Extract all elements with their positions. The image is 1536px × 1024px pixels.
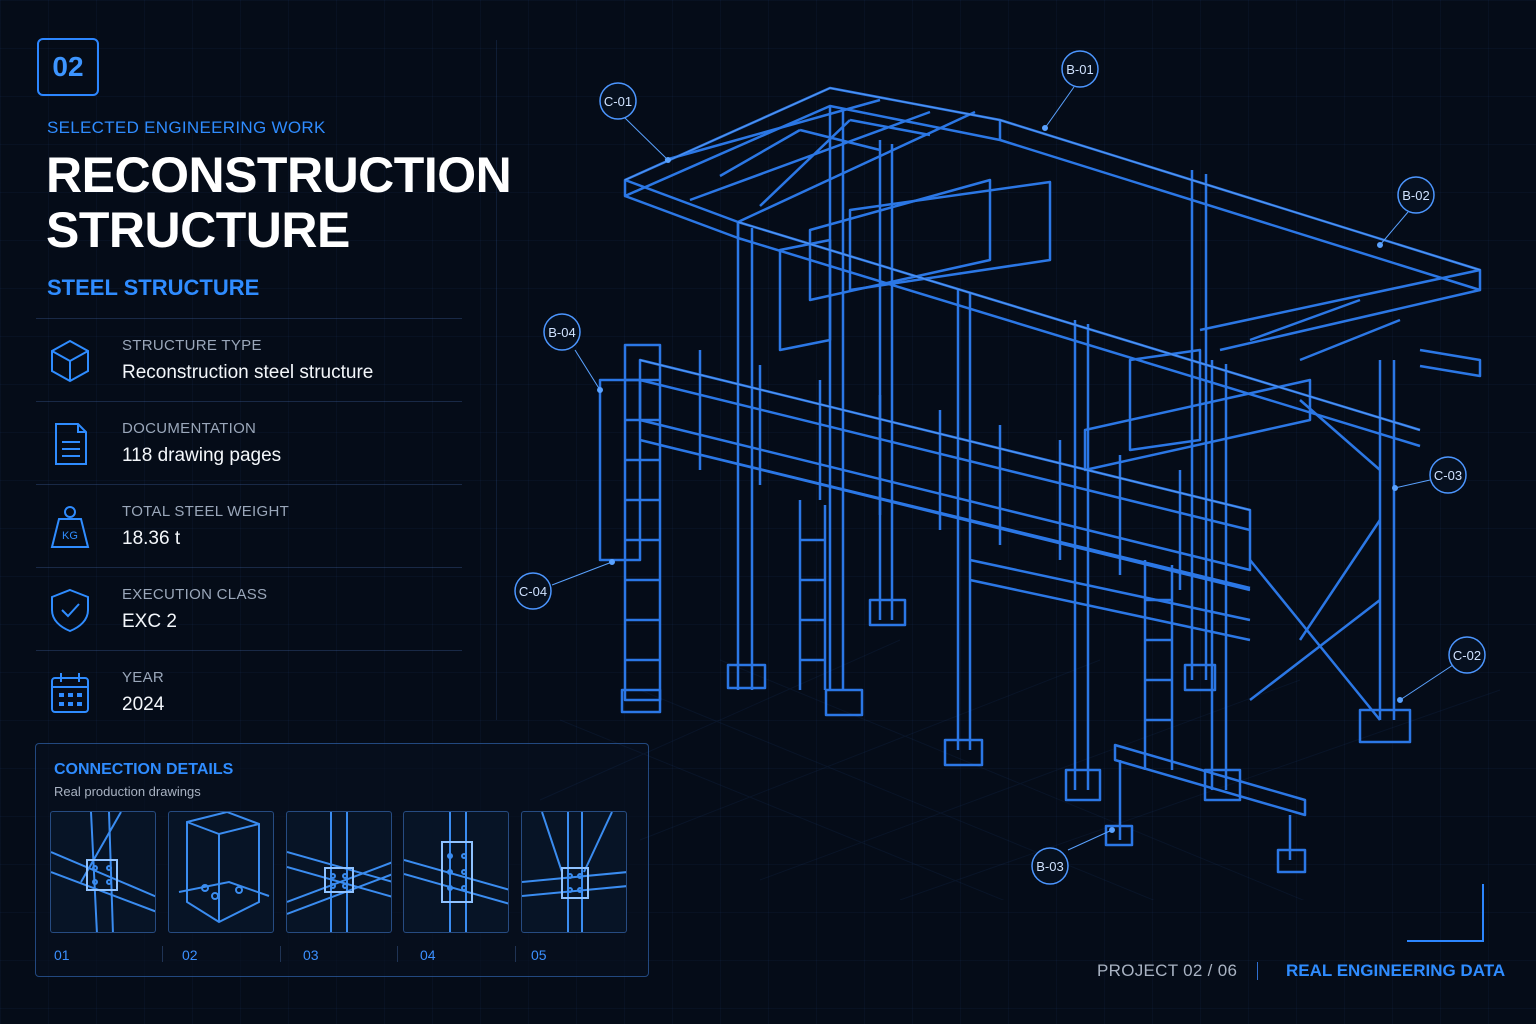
corner-bracket-vertical <box>1482 884 1484 942</box>
callout-c-01[interactable]: C-01 <box>599 82 637 120</box>
panel-divider <box>496 40 497 720</box>
spec-structure-type: STRUCTURE TYPE Reconstruction steel stru… <box>36 318 462 401</box>
calendar-icon <box>51 673 89 713</box>
page-title-line-1: RECONSTRUCTION <box>46 147 512 203</box>
spec-value: 18.36 t <box>122 528 181 549</box>
callout-b-03[interactable]: B-03 <box>1031 847 1069 885</box>
connection-details-subtitle: Real production drawings <box>54 784 201 799</box>
page-title: RECONSTRUCTION STRUCTURE <box>46 147 512 258</box>
document-icon <box>55 423 87 465</box>
svg-text:B-01: B-01 <box>1066 62 1093 77</box>
callout-b-02[interactable]: B-02 <box>1397 176 1435 214</box>
spec-label: STRUCTURE TYPE <box>122 337 262 354</box>
connection-thumbnail-04[interactable] <box>403 811 509 933</box>
structure-frame <box>598 86 1482 874</box>
connection-details-title: CONNECTION DETAILS <box>54 761 234 778</box>
callout-c-02[interactable]: C-02 <box>1448 636 1486 674</box>
thumbnail-number: 04 <box>420 947 436 963</box>
svg-text:B-03: B-03 <box>1036 859 1063 874</box>
svg-text:C-03: C-03 <box>1434 468 1462 483</box>
thumbnail-number: 03 <box>303 947 319 963</box>
corner-bracket-horizontal <box>1407 940 1484 942</box>
spec-year: YEAR 2024 <box>36 650 462 733</box>
weight-icon: KG <box>50 506 90 548</box>
thumbnail-divider <box>162 946 163 962</box>
callout-b-04[interactable]: B-04 <box>543 313 581 351</box>
callout-c-04[interactable]: C-04 <box>514 572 552 610</box>
svg-text:C-02: C-02 <box>1453 648 1481 663</box>
footer-tagline: REAL ENGINEERING DATA <box>1286 961 1506 980</box>
svg-text:C-04: C-04 <box>519 584 547 599</box>
spec-value: 2024 <box>122 694 165 715</box>
spec-label: TOTAL STEEL WEIGHT <box>122 503 290 520</box>
shield-check-icon <box>51 588 89 633</box>
project-counter: PROJECT 02 / 06 <box>1097 961 1238 980</box>
connection-thumbnail-03[interactable] <box>286 811 392 933</box>
structure-glow <box>624 87 1481 511</box>
thumbnail-number: 05 <box>531 947 547 963</box>
spec-label: EXECUTION CLASS <box>122 586 268 603</box>
thumbnail-divider <box>397 946 398 962</box>
spec-value: 118 drawing pages <box>122 445 282 466</box>
steel-structure-drawing: C-01 B-01 B-02 B-04 C-03 C-04 C-02 B-03 <box>514 50 1501 900</box>
weight-icon-text: KG <box>62 530 78 542</box>
svg-text:B-04: B-04 <box>548 325 575 340</box>
spec-label: YEAR <box>122 669 165 686</box>
connection-thumbnail-02[interactable] <box>168 811 274 933</box>
callout-c-03[interactable]: C-03 <box>1429 456 1467 494</box>
page-title-line-2: STRUCTURE <box>46 202 350 258</box>
svg-text:C-01: C-01 <box>604 94 632 109</box>
spec-execution-class: EXECUTION CLASS EXC 2 <box>36 567 462 650</box>
thumbnail-divider <box>280 946 281 962</box>
section-kicker: SELECTED ENGINEERING WORK <box>47 118 326 137</box>
callout-leaders <box>551 86 1454 851</box>
page-subtitle: STEEL STRUCTURE <box>47 275 260 300</box>
footer-divider <box>1257 962 1258 980</box>
spec-label: DOCUMENTATION <box>122 420 257 437</box>
spec-list: STRUCTURE TYPE Reconstruction steel stru… <box>36 318 462 733</box>
thumbnail-divider <box>515 946 516 962</box>
spec-documentation: DOCUMENTATION 118 drawing pages <box>36 401 462 484</box>
cube-icon <box>51 339 89 383</box>
svg-text:B-02: B-02 <box>1402 188 1429 203</box>
spec-total-steel-weight: KG TOTAL STEEL WEIGHT 18.36 t <box>36 484 462 567</box>
structure-floor-grid <box>539 639 1501 900</box>
connection-thumbnail-01[interactable] <box>50 811 156 933</box>
project-number-badge: 02 <box>37 38 99 96</box>
callout-b-01[interactable]: B-01 <box>1061 50 1099 88</box>
spec-value: Reconstruction steel structure <box>122 362 374 383</box>
spec-value: EXC 2 <box>122 611 177 632</box>
connection-thumbnail-05[interactable] <box>521 811 627 933</box>
thumbnail-number: 02 <box>182 947 198 963</box>
connection-details-panel: CONNECTION DETAILS Real production drawi… <box>35 743 649 977</box>
thumbnail-number: 01 <box>54 947 70 963</box>
